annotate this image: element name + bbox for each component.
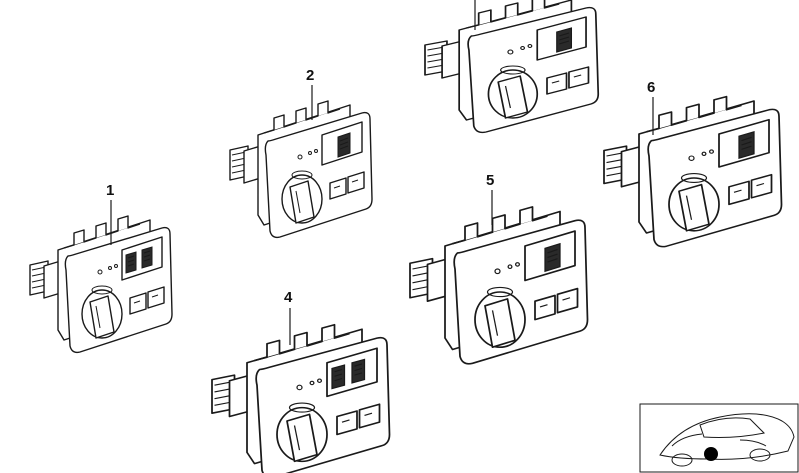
switch-part-1 bbox=[29, 215, 173, 354]
callout-label-2: 2 bbox=[306, 67, 314, 84]
callout-label-1: 1 bbox=[106, 182, 114, 199]
callout-label-4: 4 bbox=[284, 289, 293, 306]
switch-part-2 bbox=[229, 100, 373, 239]
switch-part-6 bbox=[603, 95, 783, 248]
switch-part-4 bbox=[211, 323, 391, 473]
switch-part-3 bbox=[424, 0, 600, 134]
switch-part-5 bbox=[409, 206, 589, 365]
callout-label-6: 6 bbox=[647, 79, 655, 96]
dot-marker-icon bbox=[704, 447, 718, 461]
callout-label-5: 5 bbox=[486, 172, 494, 189]
car-location-icon bbox=[639, 403, 799, 473]
